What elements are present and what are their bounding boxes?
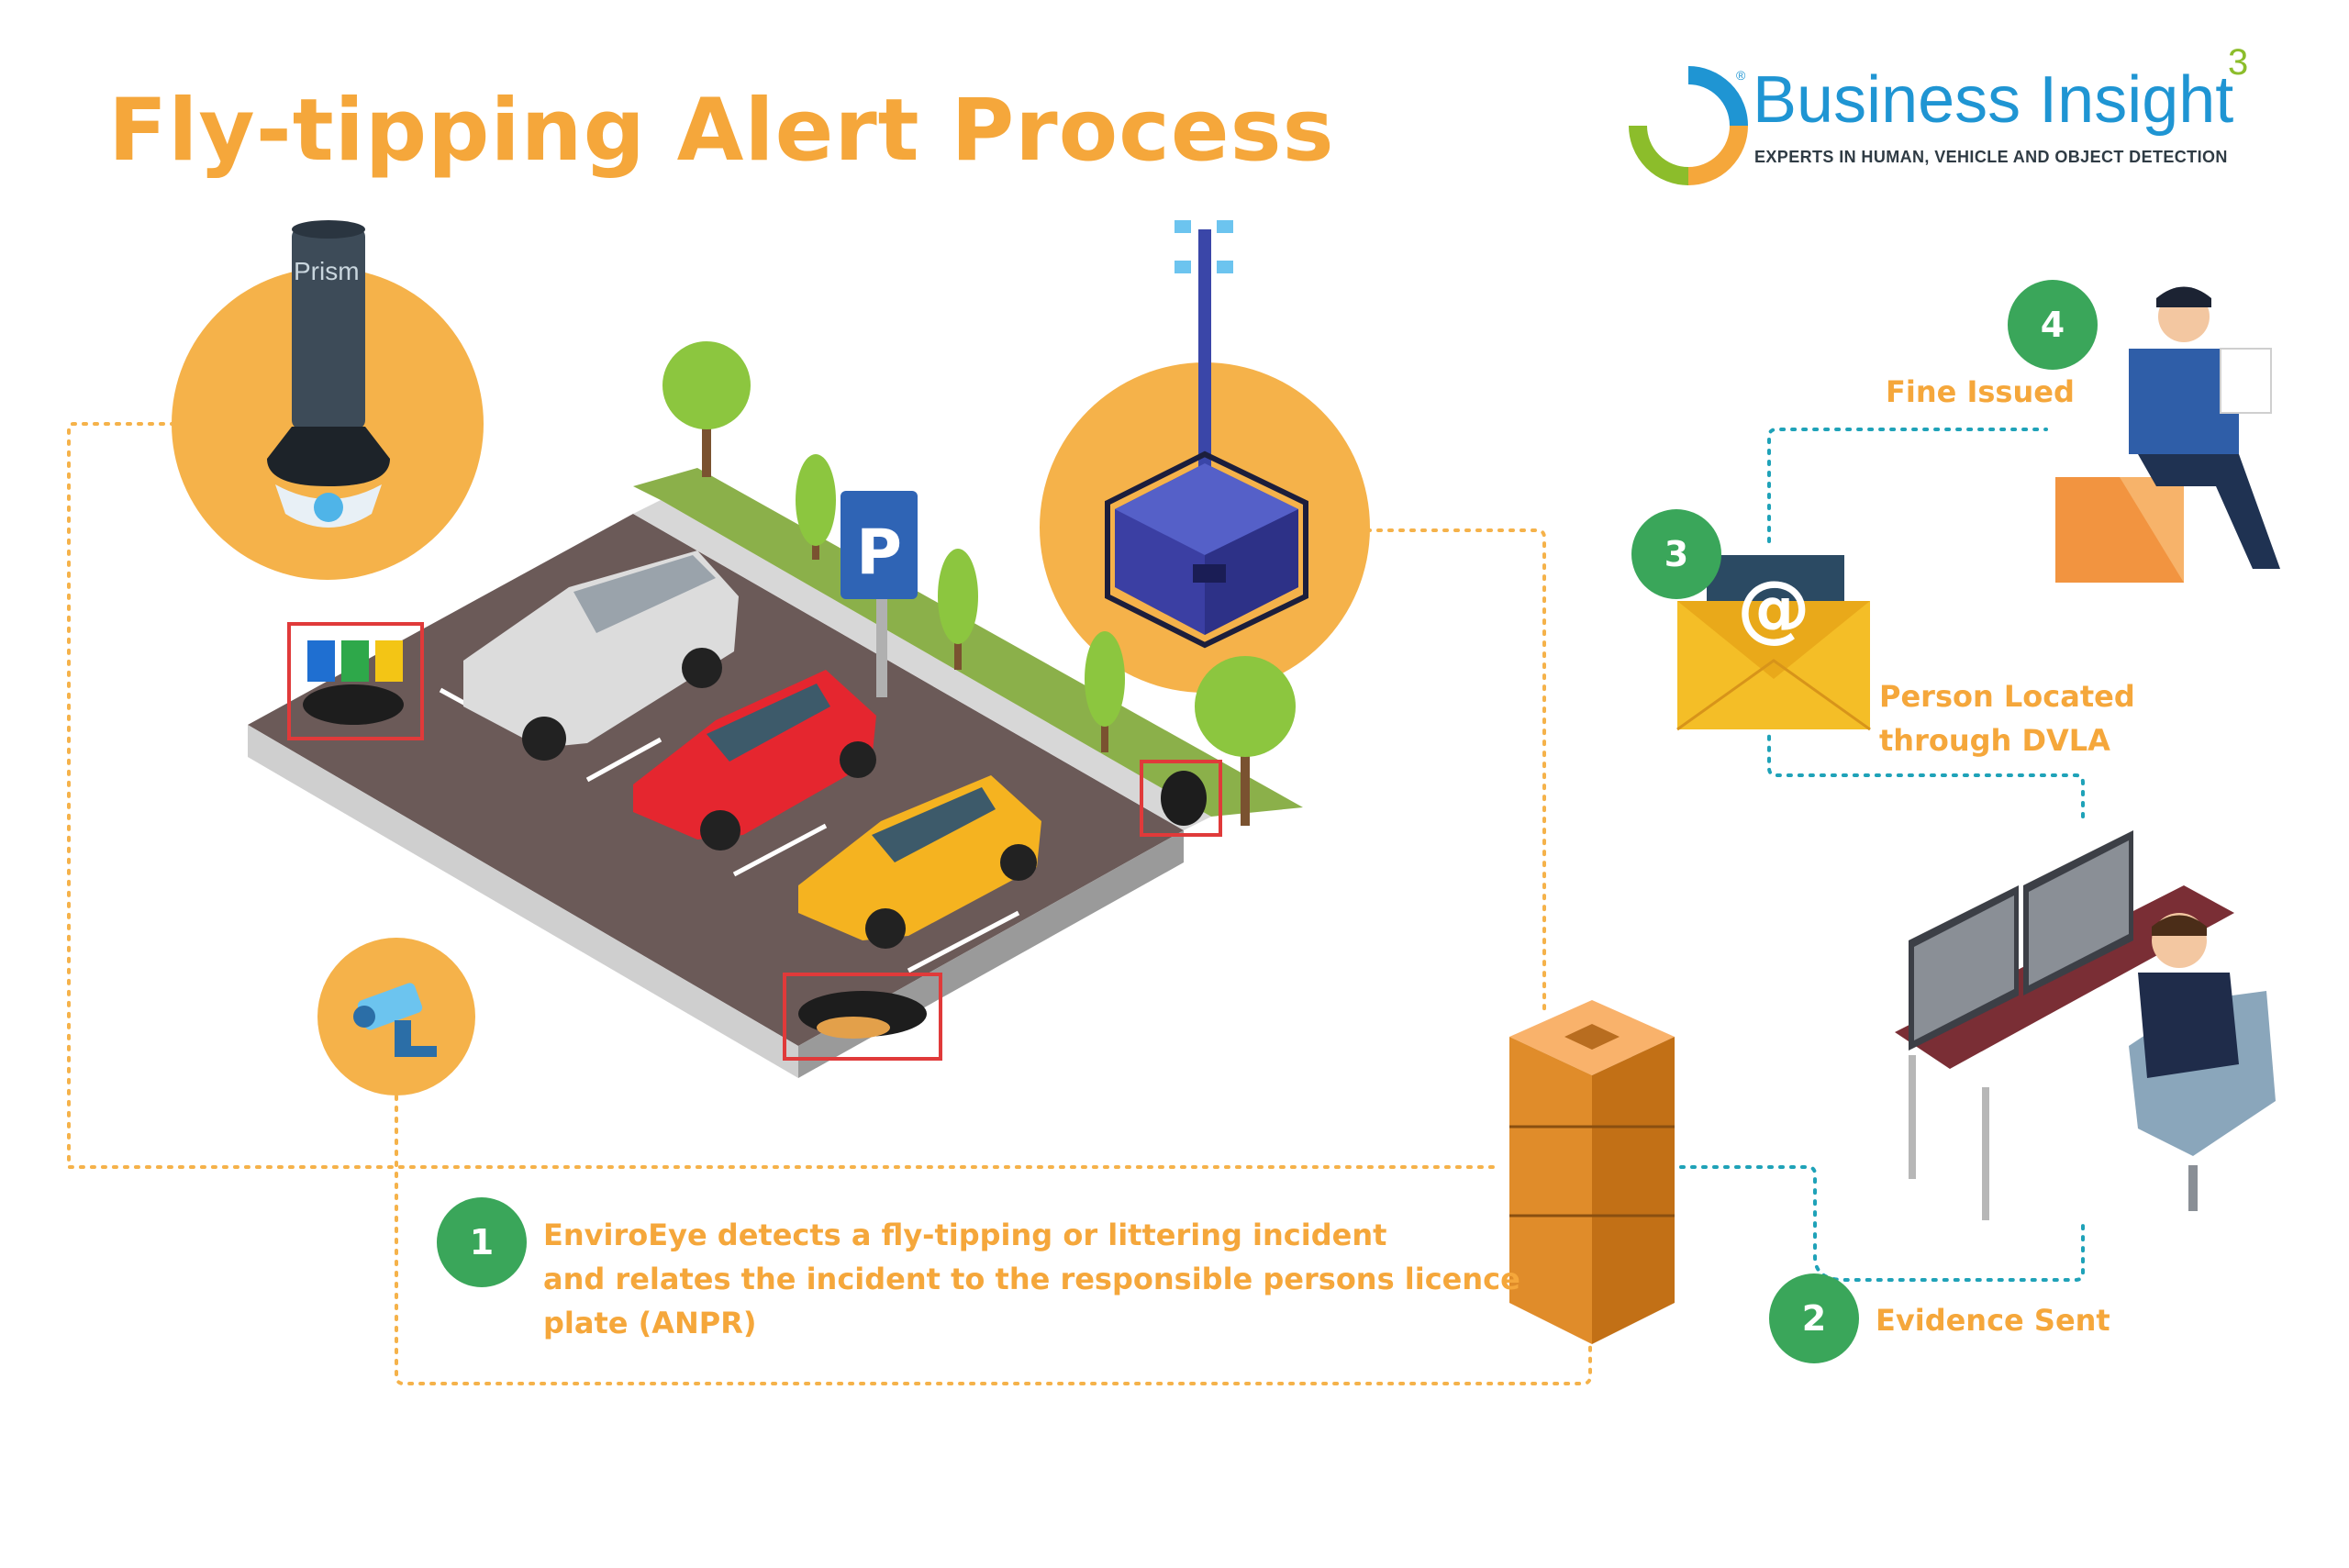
- litter-icon: [287, 622, 1222, 1061]
- step-4-badge: 4: [2008, 280, 2098, 370]
- email-icon: @: [1676, 555, 1871, 731]
- brand-tagline: EXPERTS IN HUMAN, VEHICLE AND OBJECT DET…: [1754, 148, 2228, 166]
- connector-email-to-fine: [1767, 428, 2048, 543]
- connector-camera-to-server: [67, 422, 1497, 1169]
- step-4-label: Fine Issued: [1886, 374, 2075, 409]
- step-3-line-2: through DVLA: [1879, 723, 2110, 758]
- step-1-line-2: and relates the incident to the responsi…: [543, 1262, 1520, 1296]
- tree-icon: [662, 341, 1296, 826]
- step-1-line-1: EnviroEye detects a fly-tipping or litte…: [543, 1218, 1387, 1252]
- van-icon: [463, 550, 739, 761]
- connector-cctv-to-server: [395, 1095, 1592, 1385]
- businessman-icon: [2055, 286, 2280, 583]
- camera-icon: [267, 220, 390, 528]
- operator-icon: [1895, 830, 2276, 1220]
- step-1-badge: 1: [437, 1197, 527, 1287]
- car-icon: [633, 670, 1041, 949]
- brand-name: Business Insight: [1753, 63, 2234, 137]
- connector-operator-to-email: [1767, 728, 2085, 818]
- parking-sign-icon: P: [841, 491, 918, 697]
- connector-server-to-step2: [1668, 1165, 2085, 1282]
- email-symbol: @: [1737, 565, 1810, 651]
- step-2-badge: 2: [1769, 1273, 1859, 1363]
- cctv-camera-icon: [353, 983, 437, 1057]
- connector-generator-to-server: [1365, 528, 1546, 1011]
- brand-logo-ring-icon: [1629, 66, 1748, 185]
- parking-sign-letter: P: [856, 517, 902, 589]
- page-title: Fly-tipping Alert Process: [108, 81, 1335, 181]
- step-3-badge: 3: [1631, 509, 1721, 599]
- connector-lines: [67, 422, 2085, 1385]
- step-3-line-1: Person Located: [1879, 679, 2135, 714]
- step-2-label: Evidence Sent: [1876, 1303, 2110, 1338]
- brand-superscript: 3: [2228, 42, 2249, 83]
- step-1-line-3: plate (ANPR): [543, 1306, 757, 1340]
- generator-icon: [1105, 220, 1308, 649]
- camera-brand-label: Prism: [294, 257, 360, 285]
- server-icon: [1509, 1000, 1675, 1344]
- brand-registered-mark: ®: [1736, 68, 1746, 83]
